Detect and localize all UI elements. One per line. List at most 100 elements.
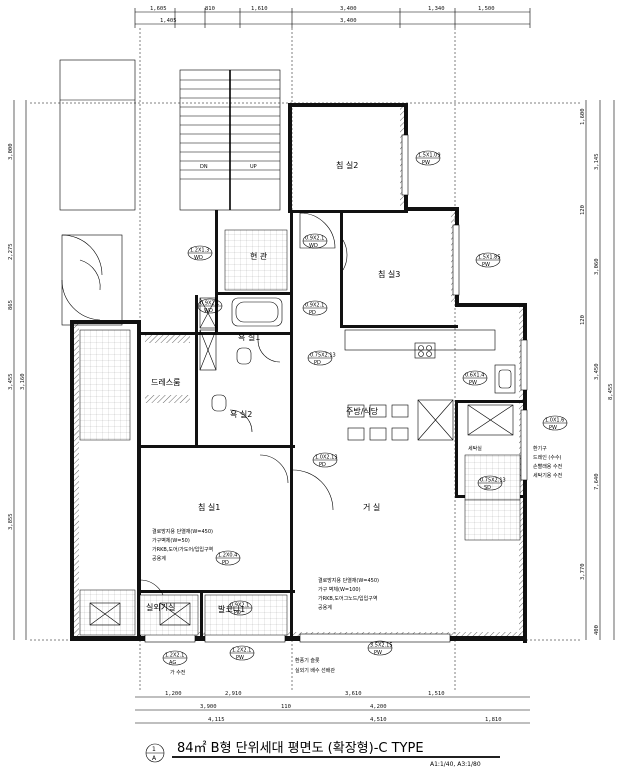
bottom-dimensions: 1,200 2,910 3,610 1,510 3,900 110 4,200 … — [135, 691, 530, 724]
window-tag-size: 0.9X2.1 — [230, 603, 249, 609]
note-living-2: 가구 벽체(W=100) — [318, 586, 361, 593]
room-labels: 침 실2 침 실3 현 관 욕 실1 욕 실2 드레스룸 주방/식당 거 실 침… — [146, 160, 482, 614]
top-dimensions: 1,605 810 1,610 3,400 1,340 1,500 1,405 … — [134, 6, 531, 28]
dim-bottom-7: 4,200 — [370, 704, 387, 710]
windows — [144, 134, 528, 643]
room-bedroom3: 침 실3 — [378, 269, 400, 279]
window-tag-size: 1.2X2.1 — [232, 648, 251, 654]
exterior-walls — [70, 103, 527, 643]
stair-down-label: DN — [200, 164, 208, 170]
note-outdoor-hint: 가 수전 — [170, 669, 186, 676]
window-tag-size: 1.5X1.85 — [478, 255, 501, 261]
dim-left-1: 3,000 — [8, 143, 14, 160]
dim-right-1: 1,600 — [580, 108, 586, 125]
right-dimensions: 1,600 3,145 120 3,060 120 3,450 7,640 8,… — [580, 100, 615, 640]
dim-right-5: 120 — [580, 315, 586, 325]
room-bath2: 욕 실2 — [230, 409, 252, 419]
left-dimensions: 3,000 2,275 865 3,455 3,160 3,855 — [8, 100, 27, 640]
window-tag-type: PW — [482, 262, 490, 268]
insulation-hatching — [74, 107, 525, 637]
room-balcony: 발코니1 — [218, 604, 245, 614]
window-tag-type: PW — [422, 160, 430, 166]
notes-living: 결로방지용 단열재(W=450) 가구 벽체(W=100) 가RKB,도어그노드… — [318, 577, 379, 611]
dim-bottom-3: 3,610 — [345, 691, 362, 697]
note-bed1-1: 결로방지용 단열재(W=450) — [152, 528, 213, 535]
stair-core: DN UP — [59, 59, 281, 326]
dim-top-5: 1,340 — [428, 6, 445, 12]
room-bedroom1: 침 실1 — [198, 502, 220, 512]
window-tag-type: PD — [309, 310, 316, 316]
window-tag-size: 0.9X2.1 — [305, 236, 324, 242]
note-laundry-4: 세탁기용 수전 — [533, 472, 563, 479]
window-tag-type: PD — [234, 610, 241, 616]
window-tag-type: PW — [549, 425, 557, 431]
fixtures — [79, 229, 521, 636]
dim-bottom-2: 2,910 — [225, 691, 242, 697]
dim-top-2: 810 — [205, 6, 215, 12]
drawing-title: 84㎡ B형 단위세대 평면도 (확장형)-C TYPE — [177, 741, 424, 756]
dim-left-5: 3,160 — [20, 373, 26, 390]
dim-right-4: 3,060 — [594, 258, 600, 275]
note-laundry-2: 드레인 (수수) — [533, 454, 562, 461]
window-tag-size: 1.0X2.13 — [315, 455, 338, 461]
window-tag-size: 0.9X2.1 — [305, 303, 324, 309]
symbol-bottom: A — [152, 755, 157, 762]
dim-right-8: 8,455 — [608, 383, 614, 400]
window-tag-type: PD — [319, 462, 326, 468]
room-entrance: 현 관 — [250, 251, 268, 261]
window-tag-type: PW — [236, 655, 244, 661]
drawing-scale: A1:1/40, A3:1/80 — [430, 761, 481, 768]
window-tag-size: 1.2X2.1 — [165, 653, 184, 659]
dim-right-10: 400 — [594, 625, 600, 635]
room-dressroom: 드레스룸 — [151, 378, 180, 387]
notes-laundry: 환기구 드레인 (수수) 손빨래용 수전 세탁기용 수전 — [533, 445, 563, 479]
note-laundry-3: 손빨래용 수전 — [533, 463, 563, 470]
dim-top-3: 1,610 — [251, 6, 268, 12]
note-living-1: 결로방지용 단열재(W=450) — [318, 577, 379, 584]
dim-left-4: 3,455 — [8, 373, 14, 390]
window-tag-size: 3.5X2.15 — [370, 643, 393, 649]
room-bedroom2: 침 실2 — [336, 160, 358, 170]
dim-bottom-10: 1,810 — [485, 717, 502, 723]
window-tag-type: PD — [314, 360, 321, 366]
note-living-3: 가RKB,도어그노드/입입구역 — [318, 595, 377, 602]
window-tag-size: 1.2X1.3 — [190, 248, 209, 254]
window-tag-size: 1.5X1.09 — [418, 153, 441, 159]
window-tag-type: WD — [204, 308, 213, 314]
dim-left-2: 2,275 — [8, 243, 14, 260]
interior-walls — [140, 210, 525, 640]
dim-left-3: 865 — [8, 300, 14, 310]
note-bottom-1: 환풍기 슬롯 — [295, 657, 320, 664]
note-bottom-2: 실외기 배수 선배관 — [295, 667, 335, 674]
dim-bottom-9: 4,510 — [370, 717, 387, 723]
dim-left-6: 3,855 — [8, 513, 14, 530]
note-laundry-1: 환기구 — [533, 445, 547, 452]
notes-bottom: 환풍기 슬롯 실외기 배수 선배관 가 수전 — [170, 657, 335, 676]
dim-right-2: 3,145 — [594, 153, 600, 170]
room-laundry: 세탁실 — [468, 445, 482, 452]
room-kitchen: 주방/식당 — [346, 406, 379, 416]
dim-top-7: 1,405 — [160, 18, 177, 24]
window-tag-type: AG — [169, 660, 176, 666]
dim-bottom-6: 110 — [281, 704, 291, 710]
dim-bottom-4: 1,510 — [428, 691, 445, 697]
dim-right-3: 120 — [580, 205, 586, 215]
note-living-4: 공용계 — [318, 604, 332, 611]
window-tag-size: 0.75X2.13 — [310, 353, 336, 359]
notes-bedroom1: 결로방지용 단열재(W=450) 가구벽체(W=50) 가RKB,도어/가도어/… — [152, 528, 213, 562]
dim-top-1: 1,605 — [150, 6, 167, 12]
dim-top-6: 1,500 — [478, 6, 495, 12]
toilet-2 — [211, 394, 227, 412]
dim-right-7: 7,640 — [594, 473, 600, 490]
window-tag-type: PW — [374, 650, 382, 656]
dim-top-4: 3,400 — [340, 6, 357, 12]
window-tag-size: 0.75X2.13 — [480, 478, 506, 484]
window-tag-size: 0.6X1.4 — [465, 373, 484, 379]
window-tag-type: PW — [469, 380, 477, 386]
title-block: 1 A 84㎡ B형 단위세대 평면도 (확장형)-C TYPE A1:1/40… — [145, 741, 500, 768]
dim-top-8: 3,400 — [340, 18, 357, 24]
note-bed1-2: 가구벽체(W=50) — [152, 537, 190, 544]
window-tag-size: 1.0X1.6 — [545, 418, 564, 424]
window-door-tags: 1.5X1.09PW1.5X1.85PW1.2X1.3WD0.9X2.1WD0.… — [162, 150, 568, 666]
